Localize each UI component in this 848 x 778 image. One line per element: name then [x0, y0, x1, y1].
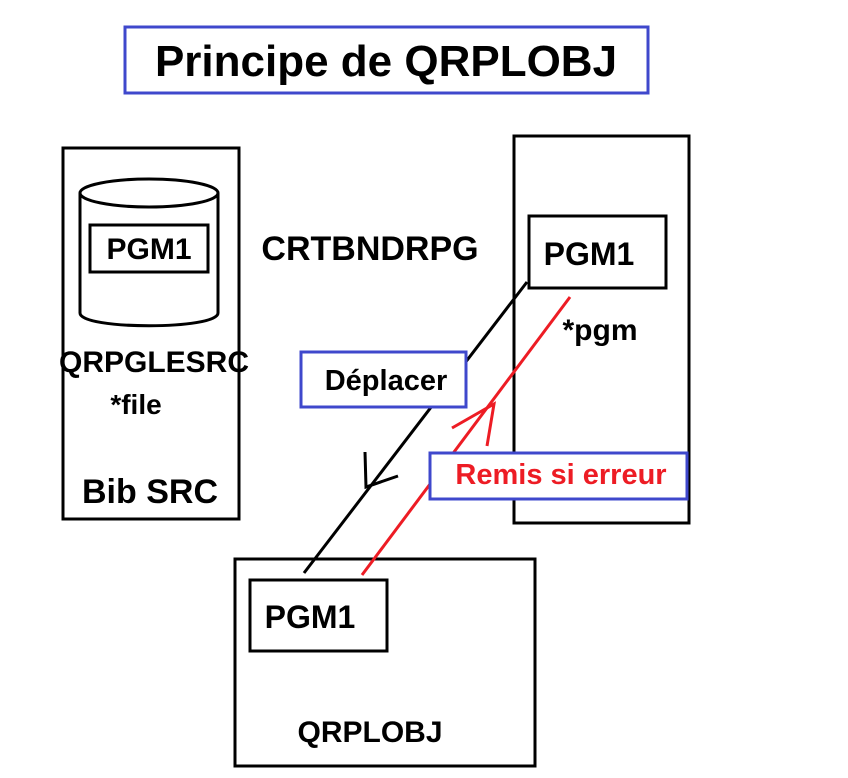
- object-library-box: [512, 134, 691, 525]
- restore-arrow: [360, 296, 572, 576]
- source-member-box: [88, 223, 210, 274]
- restore-label-frame: [428, 451, 689, 501]
- source-library-box: [61, 146, 241, 521]
- move-arrow: [302, 281, 529, 574]
- qrplobj-program-box: [248, 578, 389, 653]
- restore-label: Remis si erreur: [455, 459, 666, 491]
- title-frame: [123, 25, 650, 95]
- command-label: CRTBNDRPG: [261, 230, 478, 268]
- object-program-box: [527, 214, 668, 290]
- move-label: Déplacer: [325, 365, 448, 397]
- qrplobj-library-box: [233, 557, 537, 768]
- move-label-frame: [299, 350, 468, 409]
- object-type-label: *pgm: [563, 314, 638, 347]
- object-program-label: PGM1: [544, 236, 635, 272]
- source-member-label: PGM1: [106, 233, 191, 266]
- database-cylinder-icon: [78, 177, 220, 328]
- qrplobj-program-label: PGM1: [265, 599, 356, 635]
- qrplobj-library-name: QRPLOBJ: [297, 716, 442, 749]
- diagram-title: Principe de QRPLOBJ: [155, 37, 617, 86]
- source-library-label: Bib SRC: [82, 473, 218, 511]
- source-file-type: *file: [110, 389, 161, 420]
- source-file-name: QRPGLESRC: [59, 346, 249, 379]
